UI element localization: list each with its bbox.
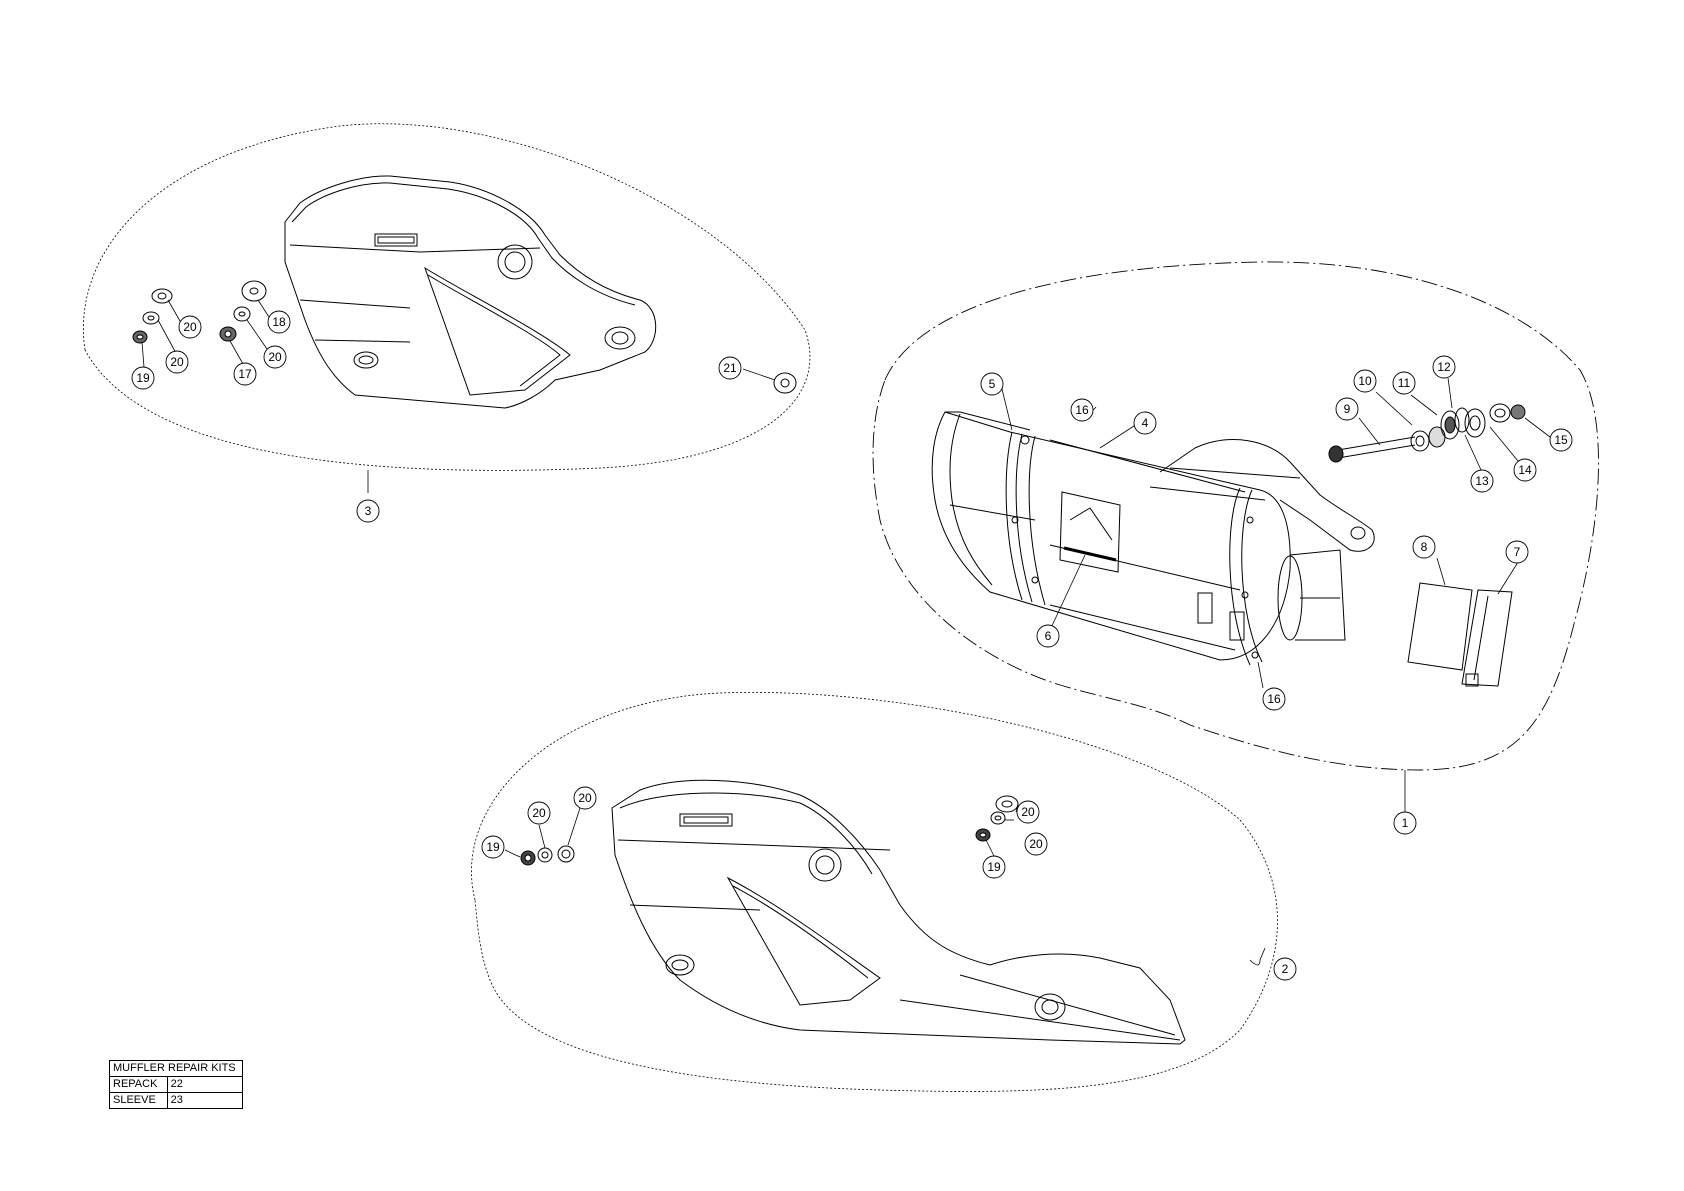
callout-14: 14 (1513, 458, 1537, 482)
svg-text:18: 18 (272, 315, 286, 329)
callout-13: 13 (1470, 469, 1494, 493)
callout-20-group2-d: 20 (1024, 832, 1048, 856)
svg-text:20: 20 (1021, 805, 1035, 819)
callout-20-group2-c: 20 (1016, 800, 1040, 824)
leader-lines (141, 299, 1551, 966)
callout-20-group3-b: 20 (165, 350, 189, 374)
callout-11: 11 (1392, 371, 1416, 395)
group-1-boundary (872, 261, 1599, 771)
callout-1: 1 (1393, 811, 1417, 835)
svg-text:20: 20 (532, 806, 546, 820)
callout-16-top: 16 (1070, 398, 1094, 422)
svg-text:21: 21 (723, 361, 737, 375)
svg-text:20: 20 (1029, 837, 1043, 851)
packing-sleeve-8 (1407, 582, 1473, 671)
callout-20-group3-a: 20 (178, 315, 202, 339)
callout-10: 10 (1353, 369, 1377, 393)
svg-text:13: 13 (1475, 474, 1489, 488)
muffler-repair-kits-table: MUFFLER REPAIR KITS REPACK 22 SLEEVE 23 (109, 1060, 243, 1109)
heat-shield-lower (611, 779, 1186, 1045)
callout-5: 5 (980, 372, 1004, 396)
svg-text:10: 10 (1358, 374, 1372, 388)
svg-text:19: 19 (136, 371, 150, 385)
callout-20-group2-b: 20 (573, 786, 597, 810)
callout-21: 21 (718, 356, 742, 380)
svg-text:16: 16 (1267, 692, 1281, 706)
callout-19-group2-right: 19 (982, 855, 1006, 879)
svg-text:19: 19 (987, 860, 1001, 874)
callout-3: 3 (356, 499, 380, 523)
sleeve-clamp-7 (1461, 589, 1513, 687)
muffler-assembly (931, 411, 1375, 666)
callout-7: 7 (1505, 540, 1529, 564)
svg-text:14: 14 (1518, 463, 1532, 477)
callout-15: 15 (1549, 428, 1573, 452)
callout-6: 6 (1036, 624, 1060, 648)
svg-text:1: 1 (1402, 816, 1409, 830)
svg-text:9: 9 (1344, 402, 1351, 416)
callout-8: 8 (1412, 535, 1436, 559)
group-2-boundary (471, 692, 1278, 1092)
kit-code: 23 (166, 1092, 243, 1109)
callout-19-group2-left: 19 (481, 835, 505, 859)
mounting-hardware-9-15 (1328, 403, 1526, 463)
table-row: SLEEVE 23 (109, 1092, 243, 1109)
callout-19-group3: 19 (131, 366, 155, 390)
svg-text:11: 11 (1398, 376, 1411, 390)
svg-text:5: 5 (989, 377, 996, 391)
svg-text:20: 20 (170, 355, 184, 369)
svg-text:2: 2 (1282, 962, 1289, 976)
svg-text:19: 19 (486, 840, 500, 854)
callout-17: 17 (233, 362, 257, 386)
svg-text:17: 17 (238, 367, 252, 381)
table-row: REPACK 22 (109, 1076, 243, 1093)
callout-18: 18 (267, 310, 291, 334)
svg-text:20: 20 (183, 320, 197, 334)
hardware-group-3 (132, 280, 797, 394)
callout-4: 4 (1133, 411, 1157, 435)
svg-text:20: 20 (578, 791, 592, 805)
heat-shield-upper (284, 175, 657, 409)
svg-text:6: 6 (1045, 629, 1052, 643)
svg-text:12: 12 (1437, 360, 1451, 374)
kit-code: 22 (166, 1076, 243, 1093)
group-3-boundary (83, 123, 811, 471)
svg-text:20: 20 (268, 350, 282, 364)
kits-table-title: MUFFLER REPAIR KITS (109, 1060, 243, 1077)
svg-text:3: 3 (365, 504, 372, 518)
kit-name: SLEEVE (109, 1092, 168, 1109)
svg-text:7: 7 (1514, 545, 1521, 559)
svg-text:8: 8 (1421, 540, 1428, 554)
callout-2: 2 (1273, 957, 1297, 981)
svg-text:16: 16 (1075, 403, 1089, 417)
hardware-group-2 (520, 795, 1019, 866)
svg-text:15: 15 (1554, 433, 1568, 447)
callout-20-group3-c: 20 (263, 345, 287, 369)
svg-text:4: 4 (1142, 416, 1149, 430)
callout-20-group2-a: 20 (527, 801, 551, 825)
callout-12: 12 (1432, 355, 1456, 379)
callout-16-bottom: 16 (1262, 687, 1286, 711)
kit-name: REPACK (109, 1076, 168, 1093)
callout-9: 9 (1335, 397, 1359, 421)
